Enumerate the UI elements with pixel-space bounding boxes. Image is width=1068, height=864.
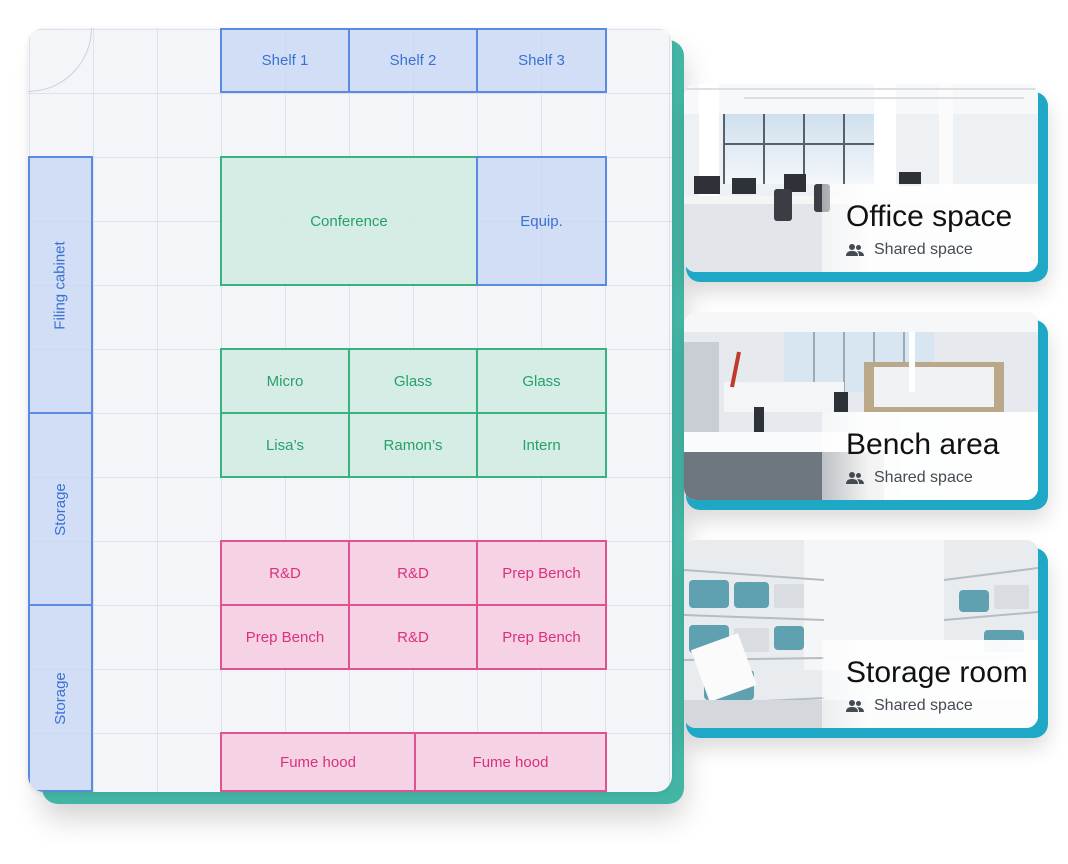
space-info: Office space Shared space [822, 184, 1038, 272]
space-card-bench[interactable]: Bench area Shared space [684, 312, 1038, 500]
work-area-label: Prep Bench [502, 564, 581, 582]
storage-unit-2[interactable]: Storage [28, 604, 93, 792]
equipment-label: Equip. [520, 212, 563, 230]
work-area-label: Prep Bench [502, 628, 581, 646]
bench-label: Micro [266, 372, 304, 390]
work-area-rnd-3[interactable]: R&D [348, 604, 478, 670]
storage-label: Storage [51, 482, 69, 536]
space-card-storage[interactable]: Storage room Shared space [684, 540, 1038, 728]
equipment-room[interactable]: Equip. [476, 156, 607, 286]
conference-room[interactable]: Conference [220, 156, 478, 286]
bench-photo [684, 312, 1038, 500]
bench-intern[interactable]: Intern [476, 412, 607, 478]
filing-cabinet[interactable]: Filing cabinet [28, 156, 93, 414]
work-area-label: R&D [397, 564, 429, 582]
fume-hood-2[interactable]: Fume hood [414, 732, 607, 792]
bench-label: Intern [522, 436, 561, 454]
work-area-prep-bench-1[interactable]: Prep Bench [476, 540, 607, 606]
space-title: Storage room [846, 656, 1028, 689]
floor-plan[interactable]: Shelf 1 Shelf 2 Shelf 3 Filing cabinet S… [28, 28, 672, 792]
space-subtitle: Shared space [874, 241, 973, 258]
people-icon [846, 472, 864, 484]
door-swing-icon [28, 28, 92, 92]
bench-lisas[interactable]: Lisa’s [220, 412, 350, 478]
shelf-1[interactable]: Shelf 1 [220, 28, 350, 93]
bench-label: Ramon’s [383, 436, 443, 454]
space-title: Bench area [846, 428, 1000, 461]
filing-cabinet-label: Filing cabinet [52, 240, 70, 330]
space-sharing: Shared space [846, 697, 973, 715]
fume-hood-label: Fume hood [280, 753, 356, 771]
bench-ramons[interactable]: Ramon’s [348, 412, 478, 478]
shelf-label: Shelf 3 [518, 52, 565, 69]
work-area-prep-bench-3[interactable]: Prep Bench [476, 604, 607, 670]
bench-glass-1[interactable]: Glass [348, 348, 478, 414]
work-area-prep-bench-2[interactable]: Prep Bench [220, 604, 350, 670]
bench-label: Lisa’s [265, 436, 305, 454]
work-area-label: R&D [397, 628, 429, 646]
space-info: Storage room Shared space [822, 640, 1038, 728]
shelf-2[interactable]: Shelf 2 [348, 28, 478, 93]
conference-label: Conference [310, 212, 388, 230]
storage-label: Storage [51, 671, 69, 725]
work-area-rnd-1[interactable]: R&D [220, 540, 350, 606]
people-icon [846, 244, 864, 256]
space-subtitle: Shared space [874, 697, 973, 714]
bench-micro[interactable]: Micro [220, 348, 350, 414]
work-area-label: R&D [269, 564, 301, 582]
shelf-label: Shelf 2 [389, 52, 437, 69]
bench-glass-2[interactable]: Glass [476, 348, 607, 414]
fume-hood-1[interactable]: Fume hood [220, 732, 416, 792]
work-area-rnd-2[interactable]: R&D [348, 540, 478, 606]
space-sharing: Shared space [846, 469, 973, 487]
space-sharing: Shared space [846, 241, 973, 259]
space-subtitle: Shared space [874, 469, 973, 486]
work-area-label: Prep Bench [245, 628, 325, 646]
people-icon [846, 700, 864, 712]
bench-label: Glass [522, 372, 561, 390]
shelf-3[interactable]: Shelf 3 [476, 28, 607, 93]
bench-label: Glass [393, 372, 433, 390]
storage-unit-1[interactable]: Storage [28, 412, 93, 606]
space-title: Office space [846, 200, 1013, 233]
space-card-office[interactable]: Office space Shared space [684, 84, 1038, 272]
shelf-label: Shelf 1 [261, 52, 309, 69]
space-info: Bench area Shared space [822, 412, 1038, 500]
fume-hood-label: Fume hood [472, 753, 549, 771]
